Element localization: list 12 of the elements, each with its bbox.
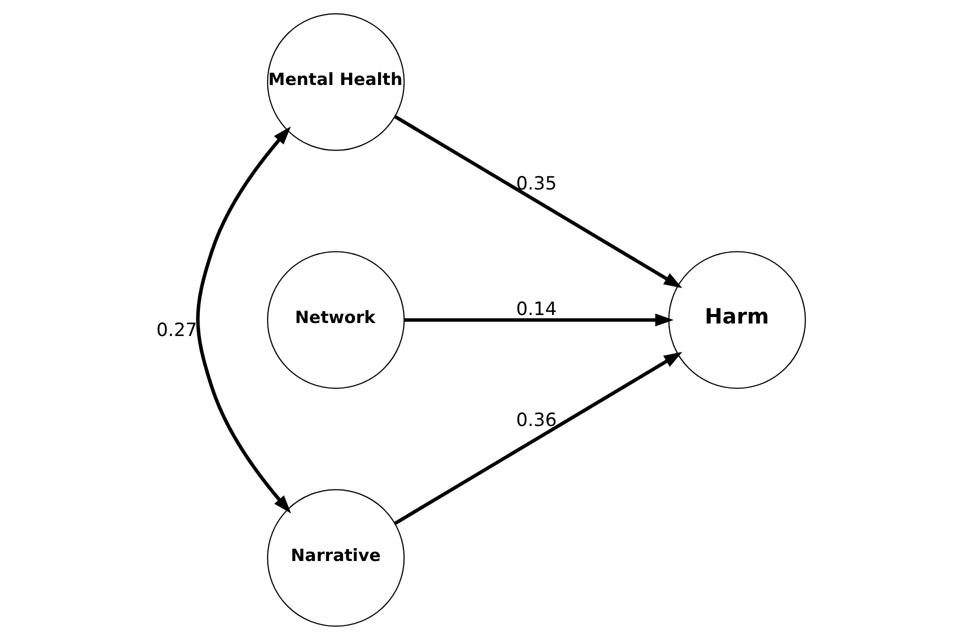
arrow [394,115,682,288]
node-circle: Harm [668,251,806,389]
node-circle: Network [266,251,404,389]
edge-label: 0.35 [516,174,556,195]
node-circle: Narrative [266,489,404,627]
arrow [394,352,682,525]
edge-label: 0.36 [516,410,556,432]
arrow [404,314,674,326]
edge-label: 0.27 [156,320,197,341]
edge-label: 0.14 [516,298,556,320]
node-circle: Mental Health [266,13,404,151]
arrow [196,126,291,514]
